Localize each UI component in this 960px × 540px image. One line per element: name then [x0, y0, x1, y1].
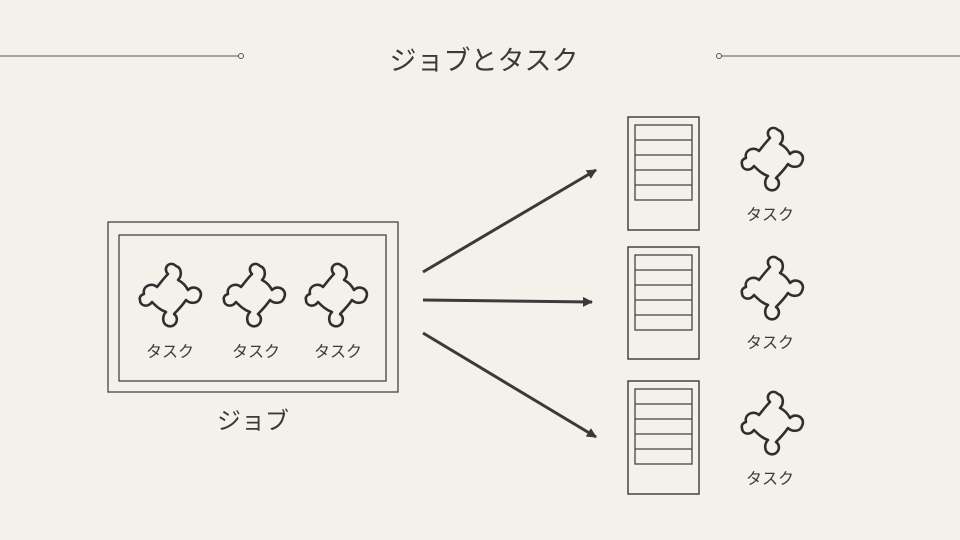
server-2: タスク [627, 246, 805, 360]
title-decor-left [0, 53, 244, 59]
title-decor-right [716, 53, 960, 59]
arrow-to-server-3 [422, 331, 597, 439]
puzzle-icon [740, 255, 805, 321]
job-task-1: タスク [138, 262, 203, 361]
job-task-label: タスク [314, 342, 362, 361]
slide-title: ジョブとタスク [390, 46, 579, 77]
server-1: タスク [627, 116, 805, 231]
server-task-label: タスク [746, 333, 794, 352]
job-task-3: タスク [304, 262, 369, 361]
server-task-label: タスク [746, 205, 794, 224]
puzzle-icon [740, 126, 805, 192]
server-icon [627, 116, 700, 231]
job-task-2: タスク [222, 262, 287, 361]
puzzle-icon [222, 262, 287, 328]
job-task-label: タスク [146, 342, 194, 361]
server-icon [627, 246, 700, 360]
puzzle-icon [740, 390, 805, 456]
arrow-to-server-2 [422, 296, 593, 307]
arrow-to-server-1 [422, 168, 597, 274]
server-icon [627, 380, 700, 495]
puzzle-icon [138, 262, 203, 328]
puzzle-icon [304, 262, 369, 328]
server-task-label: タスク [746, 469, 794, 488]
server-3: タスク [627, 380, 805, 495]
job-box [107, 221, 399, 393]
job-task-label: タスク [232, 342, 280, 361]
job-label: ジョブ [217, 407, 289, 435]
